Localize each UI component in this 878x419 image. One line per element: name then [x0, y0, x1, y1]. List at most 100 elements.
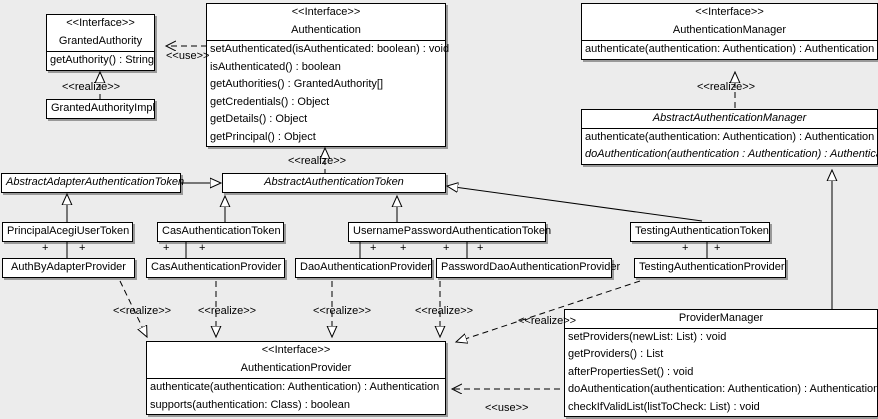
operation-row: getPrincipal() : Object — [210, 130, 316, 143]
class-authentication-manager[interactable]: <<Interface>> AuthenticationManager auth… — [581, 3, 878, 60]
class-auth-by-adapter-provider[interactable]: AuthByAdapterProvider — [2, 258, 135, 278]
operation-row: doAuthentication(authentication : Authen… — [585, 148, 878, 161]
class-header: TestingAuthenticationToken — [631, 223, 769, 241]
edge-label-realize-authbyadapter: <<realize>> — [113, 305, 172, 317]
class-granted-authority-impl[interactable]: GrantedAuthorityImpl — [46, 99, 155, 119]
operation-row: getDetails() : Object — [210, 113, 308, 126]
operations-compartment: authenticate(authentication: Authenticat… — [147, 379, 445, 414]
class-name-label: TestingAuthenticationProvider — [639, 261, 785, 273]
class-name-label: GrantedAuthority — [58, 34, 143, 47]
compartment-divider — [147, 378, 445, 380]
class-name-label: PrincipalAcegiUserToken — [7, 225, 130, 237]
class-granted-authority[interactable]: <<Interface>> GrantedAuthority getAuthor… — [46, 14, 155, 71]
class-name-label: AuthenticationProvider — [240, 361, 352, 374]
class-provider-manager[interactable]: ProviderManager setProviders(newList: Li… — [564, 309, 878, 418]
class-principal-acegi-user-token[interactable]: PrincipalAcegiUserToken — [2, 222, 133, 242]
multiplicity-plus: + — [79, 242, 86, 254]
class-header: <<Interface>> AuthenticationManager — [582, 4, 877, 40]
operation-row: authenticate(authentication: Authenticat… — [150, 381, 440, 394]
class-name-label: DaoAuthenticationProvider — [300, 261, 431, 273]
class-testing-authentication-provider[interactable]: TestingAuthenticationProvider — [634, 258, 786, 278]
edge-label-realize-dao: <<realize>> — [313, 305, 372, 317]
compartment-divider — [207, 40, 445, 42]
class-abstract-adapter-authentication-token[interactable]: AbstractAdapterAuthenticationToken — [1, 173, 185, 193]
class-header: PrincipalAcegiUserToken — [3, 223, 132, 241]
multiplicity-plus: + — [199, 242, 206, 254]
class-name-label: AbstractAdapterAuthenticationToken — [6, 176, 185, 188]
operations-compartment: setAuthenticated(isAuthenticated: boolea… — [207, 41, 450, 146]
multiplicity-plus: + — [714, 242, 721, 254]
operation-row: afterPropertiesSet() : void — [568, 365, 694, 378]
class-name-label: CasAuthenticationProvider — [151, 261, 282, 273]
class-header: GrantedAuthorityImpl — [47, 100, 155, 118]
stereotype-label: <<Interface>> — [695, 6, 764, 18]
multiplicity-plus: + — [370, 242, 377, 254]
class-name-label: ProviderManager — [678, 312, 764, 324]
operations-compartment: authenticate(authentication: Authenticat… — [582, 129, 878, 164]
multiplicity-plus: + — [163, 242, 170, 254]
class-abstract-authentication-token[interactable]: AbstractAuthenticationToken — [222, 173, 446, 193]
operation-row: authenticate(authentication: Authenticat… — [585, 43, 875, 56]
class-name-label: CasAuthenticationToken — [162, 225, 281, 237]
class-header: TestingAuthenticationProvider — [635, 259, 785, 277]
stereotype-label: <<Interface>> — [261, 344, 331, 356]
class-authentication-provider[interactable]: <<Interface>> AuthenticationProvider aut… — [146, 341, 446, 416]
class-authentication[interactable]: <<Interface>> Authentication setAuthenti… — [206, 3, 450, 148]
multiplicity-plus: + — [682, 242, 689, 254]
class-cas-authentication-provider[interactable]: CasAuthenticationProvider — [146, 258, 285, 278]
class-header: AbstractAuthenticationManager — [582, 110, 877, 128]
class-cas-authentication-token[interactable]: CasAuthenticationToken — [157, 222, 284, 242]
class-header: CasAuthenticationToken — [158, 223, 283, 241]
class-header: UsernamePasswordAuthenticationToken — [349, 223, 552, 241]
operation-row: isAuthenticated() : boolean — [210, 60, 341, 73]
class-header: ProviderManager — [565, 310, 877, 328]
operation-row: getAuthority() : String — [50, 54, 154, 67]
class-abstract-authentication-manager[interactable]: AbstractAuthenticationManager authentica… — [581, 109, 878, 165]
operation-row: checkIfValidList(listToCheck: List) : vo… — [568, 400, 760, 413]
class-header: AbstractAdapterAuthenticationToken — [2, 174, 185, 192]
edge-label-realize-abstractauthenticationtoken: <<realize>> — [288, 155, 347, 167]
compartment-divider — [565, 327, 877, 329]
class-dao-authentication-provider[interactable]: DaoAuthenticationProvider — [295, 258, 432, 278]
generalization-testingauthenticationtoken-abstractauthenticationtoken — [447, 186, 703, 222]
class-username-password-authentication-token[interactable]: UsernamePasswordAuthenticationToken — [348, 222, 552, 242]
class-name-label: PasswordDaoAuthenticationProvider — [441, 261, 621, 273]
class-name-label: TestingAuthenticationToken — [635, 225, 769, 237]
edge-label-realize-passworddao: <<realize>> — [415, 305, 474, 317]
class-header: <<Interface>> GrantedAuthority — [47, 15, 154, 51]
compartment-divider — [47, 51, 154, 53]
multiplicity-plus: + — [477, 242, 484, 254]
operation-row: setProviders(newList: List) : void — [568, 330, 727, 343]
class-header: AuthByAdapterProvider — [3, 259, 134, 277]
class-testing-authentication-token[interactable]: TestingAuthenticationToken — [630, 222, 770, 242]
class-header: <<Interface>> Authentication — [207, 4, 445, 40]
class-header: PasswordDaoAuthenticationProvider — [437, 259, 621, 277]
operations-compartment: getAuthority() : String — [47, 52, 154, 70]
class-name-label: UsernamePasswordAuthenticationToken — [353, 225, 552, 237]
operation-row: setAuthenticated(isAuthenticated: boolea… — [210, 43, 450, 56]
compartment-divider — [582, 40, 877, 42]
class-header: DaoAuthenticationProvider — [296, 259, 431, 277]
operations-compartment: setProviders(newList: List) : void getPr… — [565, 329, 878, 417]
edge-label-realize-cas: <<realize>> — [198, 305, 257, 317]
class-name-label: AuthenticationManager — [672, 23, 787, 36]
class-header: <<Interface>> AuthenticationProvider — [147, 342, 445, 378]
operation-row: getAuthorities() : GrantedAuthority[] — [210, 78, 384, 91]
class-name-label: Authentication — [291, 23, 361, 36]
multiplicity-plus: + — [400, 242, 407, 254]
edge-label-use-authentication-grantedauthority: <<use>> — [166, 50, 210, 62]
stereotype-label: <<Interface>> — [291, 6, 361, 18]
edge-label-realize-grantedauthorityimpl: <<realize>> — [62, 81, 121, 93]
class-header: AbstractAuthenticationToken — [223, 174, 445, 192]
operation-row: doAuthentication(authentication: Authent… — [568, 383, 878, 396]
class-name-label: AbstractAuthenticationManager — [652, 112, 807, 124]
operation-row: getCredentials() : Object — [210, 95, 330, 108]
class-header: CasAuthenticationProvider — [147, 259, 284, 277]
class-password-dao-authentication-provider[interactable]: PasswordDaoAuthenticationProvider — [436, 258, 621, 278]
edge-label-realize-abstractauthenticationmanager: <<realize>> — [697, 81, 756, 93]
operations-compartment: authenticate(authentication: Authenticat… — [582, 41, 877, 59]
operation-row: authenticate(authentication: Authenticat… — [585, 130, 875, 143]
stereotype-label: <<Interface>> — [66, 17, 135, 29]
class-name-label: GrantedAuthorityImpl — [51, 102, 155, 114]
